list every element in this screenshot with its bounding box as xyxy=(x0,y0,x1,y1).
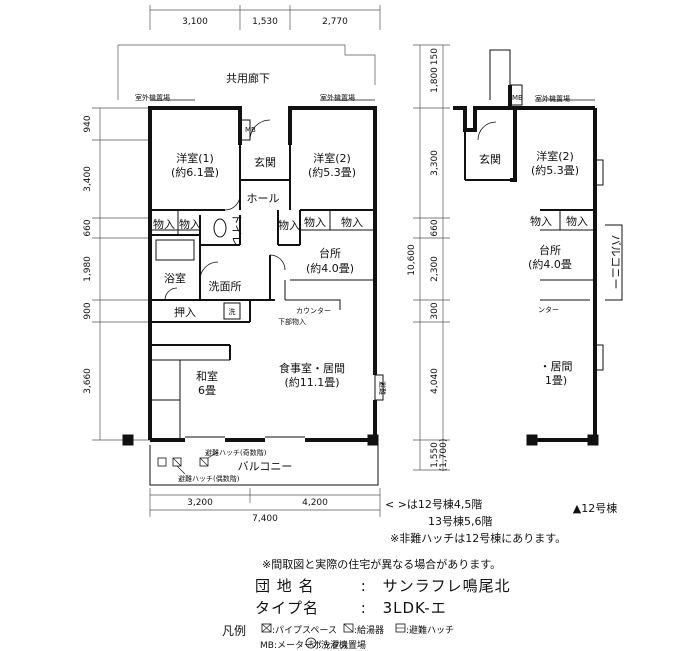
side-living: ・居間 xyxy=(540,360,573,373)
washroom-label: 洗面所 xyxy=(209,280,242,293)
left-dim-3660: 3,660 xyxy=(83,368,93,394)
side-hatch-label: 避難 xyxy=(378,381,387,395)
living-room-size: (約11.1畳) xyxy=(284,375,339,389)
main-plan-walls xyxy=(122,99,384,486)
left-dim-1980: 1,980 xyxy=(83,256,93,282)
western-room-1-label: 洋室(1) xyxy=(176,151,214,165)
hatch-even-label: 避難ハッチ(偶数階) xyxy=(178,474,240,483)
left-dim-940: 940 xyxy=(83,115,93,132)
outdoor-unit-label-1: 室外機置場 xyxy=(135,93,170,102)
legend-meter-box: MB:メーターボックス xyxy=(260,641,349,651)
side-plan-labels: MB 室外機置場 玄関 洋室(2) (約5.3畳) 物入 物入 台所 (約4.0… xyxy=(479,94,622,515)
living-room-label: 食事室・居間 xyxy=(279,361,345,375)
left-dim-660: 660 xyxy=(83,219,93,236)
balcony-label: バルコニー xyxy=(238,460,293,473)
right-dim-300: 300 xyxy=(430,302,440,319)
complex-name-label: 団 地 名 xyxy=(255,577,315,595)
legend-water-heater: :給湯器 xyxy=(354,626,385,636)
side-counter: ンター xyxy=(538,305,559,314)
right-dim-150: 150 xyxy=(430,48,440,65)
side-outdoor-unit: 室外機置場 xyxy=(535,94,570,103)
side-balcony: バルコニー xyxy=(609,235,622,290)
complex-name-colon: : xyxy=(360,577,367,595)
hatch-note: ※非難ハッチは12号棟にあります。 xyxy=(390,532,567,545)
side-kitchen: 台所 xyxy=(539,243,561,257)
total-height-dim: 10,600 xyxy=(407,244,417,276)
storage-label-3: 物入 xyxy=(304,215,326,229)
genkan-label: 玄関 xyxy=(254,155,276,169)
legend-title: 凡例 xyxy=(222,624,247,638)
side-western-2: 洋室(2) xyxy=(536,149,574,163)
top-dim-2: 1,530 xyxy=(252,17,278,27)
kitchen-label: 台所 xyxy=(319,246,341,260)
total-width-dim: 7,400 xyxy=(252,514,278,524)
washer-mark: 洗 xyxy=(229,307,236,316)
bath-label: 浴室 xyxy=(164,271,186,285)
storage-label-4: 物入 xyxy=(341,215,363,229)
right-dim-3300: 3,300 xyxy=(430,150,440,176)
storage-label-1: 物入 xyxy=(153,217,175,231)
hatch-odd-label: 避難ハッチ(奇数階) xyxy=(205,448,267,457)
side-storage-1: 物入 xyxy=(530,214,552,228)
side-plan-walls xyxy=(453,49,623,446)
western-room-2-size: (約5.3畳) xyxy=(308,165,356,179)
bottom-dim-2: 4,200 xyxy=(302,498,328,508)
type-name-value: 3LDK-エ xyxy=(382,599,447,617)
right-dim-1800: 1,800 xyxy=(430,67,440,93)
legend-escape-hatch: :避難ハッチ xyxy=(406,626,455,636)
toilet-label: トイレ xyxy=(230,214,243,247)
corridor-label: 共用廊下 xyxy=(226,71,270,85)
storage-label-5: 物入 xyxy=(278,218,300,232)
japanese-room-label: 和室 xyxy=(196,369,218,383)
western-room-1-size: (約6.1畳) xyxy=(171,165,219,179)
side-kitchen-size: (約4.0畳 xyxy=(528,257,572,271)
type-name-colon: : xyxy=(360,599,367,617)
room-labels: 洋室(1) (約6.1畳) 玄関 MB 洋室(2) (約5.3畳) ホール 物入… xyxy=(153,126,387,483)
left-dim-3400: 3,400 xyxy=(83,166,93,192)
floor-note-2: 13号棟5,6階 xyxy=(428,515,493,528)
complex-name-value: サンラフレ鳴尾北 xyxy=(382,577,511,595)
closet-label: 押入 xyxy=(174,305,196,319)
right-dim-2300: 2,300 xyxy=(430,256,440,282)
western-room-2-label: 洋室(2) xyxy=(313,151,351,165)
disclaimer-note: ※間取図と実際の住宅が異なる場合があります。 xyxy=(262,558,502,571)
hall-label: ホール xyxy=(247,192,280,205)
type-name-label: タイプ名 xyxy=(255,599,320,617)
type-name-row: タイプ名 : 3LDK-エ xyxy=(255,597,447,618)
side-storage-2: 物入 xyxy=(566,214,588,228)
bottom-dimensions: 3,200 4,200 7,400 xyxy=(187,498,328,524)
counter-label: カウンター xyxy=(296,306,331,315)
top-dim-1: 3,100 xyxy=(182,17,208,27)
kitchen-size: (約4.0畳) xyxy=(306,261,354,275)
side-western-2-size: (約5.3畳) xyxy=(531,163,579,177)
storage-label-2: 物入 xyxy=(179,217,201,231)
right-dim-1700: (1,700) xyxy=(439,439,449,472)
right-dimensions: 150 1,800 3,300 660 2,300 300 4,040 1,55… xyxy=(407,48,449,472)
mb-label: MB xyxy=(245,126,256,134)
side-living-size: 1畳) xyxy=(545,374,567,387)
legend-washer-mark: 洗 xyxy=(308,641,315,648)
right-dim-1550: 1,550 xyxy=(430,442,440,468)
legend-pipe-space: :パイプスペース xyxy=(272,626,337,636)
side-genkan: 玄関 xyxy=(479,152,501,166)
side-mb-label: MB xyxy=(512,94,523,102)
top-dim-3: 2,770 xyxy=(322,17,348,27)
left-dim-900: 900 xyxy=(83,302,93,319)
outdoor-unit-label-2: 室外機置場 xyxy=(320,93,355,102)
left-dimensions: 940 3,400 660 1,980 900 3,660 xyxy=(83,115,93,394)
right-dim-4040: 4,040 xyxy=(430,368,440,394)
lower-storage-label: 下部物入 xyxy=(278,317,306,326)
bottom-dim-1: 3,200 xyxy=(187,498,213,508)
floor-note-1: < >は12号棟4,5階 xyxy=(385,498,483,511)
top-dimensions: 3,100 1,530 2,770 xyxy=(182,17,348,27)
right-dim-660: 660 xyxy=(430,219,440,236)
building-12-label: ▲12号棟 xyxy=(573,501,617,515)
complex-name-row: 団 地 名 : サンラフレ鳴尾北 xyxy=(255,575,511,596)
japanese-room-size: 6畳 xyxy=(198,384,216,397)
legend-washer-space: :洗濯機置場 xyxy=(318,641,367,651)
dimension-lines xyxy=(92,5,450,517)
